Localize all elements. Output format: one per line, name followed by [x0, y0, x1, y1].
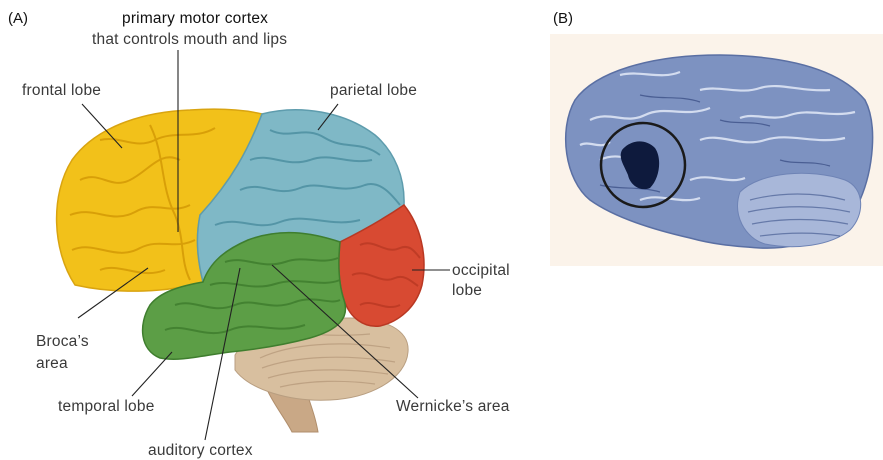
- panel-label-b: (B): [553, 10, 573, 27]
- motor-cortex-sublabel: that controls mouth and lips: [92, 31, 287, 49]
- wernicke-area-label: Wernicke’s area: [396, 398, 510, 416]
- auditory-cortex-label: auditory cortex: [148, 442, 253, 460]
- motor-cortex-label: primary motor cortex: [122, 10, 268, 28]
- parietal-lobe-label: parietal lobe: [330, 82, 417, 100]
- broca-area-label-line2: area: [36, 355, 68, 373]
- temporal-lobe-label: temporal lobe: [58, 398, 155, 416]
- frontal-lobe-label: frontal lobe: [22, 82, 101, 100]
- occipital-lobe-label-line1: occipital: [452, 262, 510, 280]
- broca-area-label-line1: Broca’s: [36, 333, 89, 351]
- occipital-lobe-label-line2: lobe: [452, 282, 482, 300]
- panel-label-a: (A): [8, 10, 28, 27]
